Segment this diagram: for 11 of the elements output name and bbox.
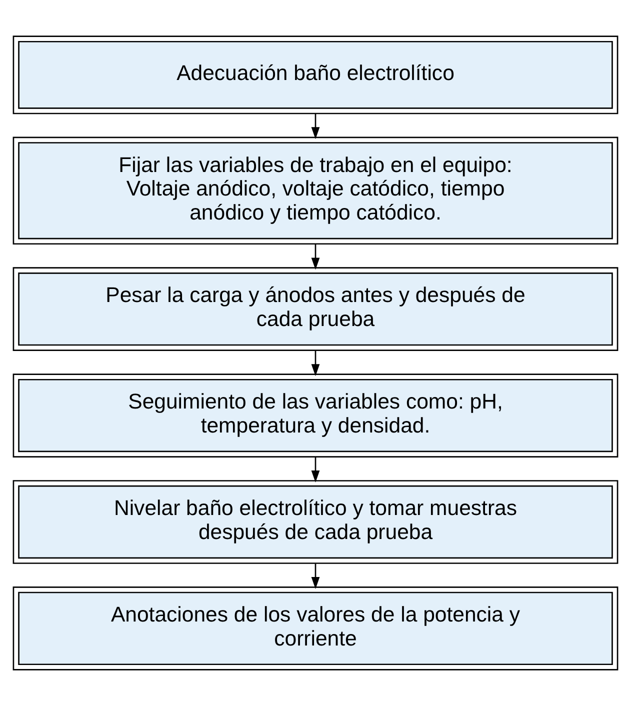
arrow	[311, 114, 320, 140]
node-box: Nivelar baño electrolítico y tomar muestras después de cada prueba	[12, 480, 618, 564]
arrow	[311, 244, 320, 270]
node-box: Anotaciones de los valores de la potencia y corriente	[12, 586, 618, 670]
node-box: Fijar las variables de trabajo en el equipo: Voltaje anódico, voltaje catódico, tiempo anódico y tiempo catódico.	[12, 136, 618, 245]
arrow	[311, 350, 320, 376]
node-box: Seguimiento de las variables como: pH, temperatura y densidad.	[12, 374, 618, 458]
arrow	[311, 457, 320, 483]
arrow	[311, 564, 320, 589]
node-box: Adecuación baño electrolítico	[12, 36, 618, 114]
node-box: Pesar la carga y ánodos antes y después de cada prueba	[12, 267, 618, 351]
